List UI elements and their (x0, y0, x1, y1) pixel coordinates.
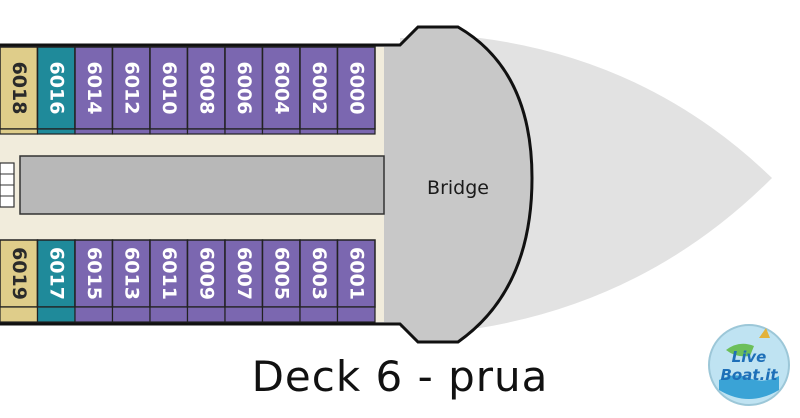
cabin-balcony-6013 (111, 306, 151, 323)
logo-text-live: Live (731, 348, 767, 366)
cabin-number-6017: 6017 (45, 247, 67, 300)
cabin-balcony-6011 (149, 306, 189, 323)
cabin-6000 (336, 46, 376, 130)
cabin-balcony-6005 (261, 306, 301, 323)
cabin-number-6003: 6003 (308, 247, 330, 300)
cabin-balcony-6003 (299, 306, 339, 323)
cabin-balcony-6002 (299, 128, 339, 135)
cabin-balcony-6019 (0, 306, 39, 323)
cabin-balcony-6014 (74, 128, 114, 135)
cabin-number-6002: 6002 (308, 62, 330, 115)
cabin-balcony-6001 (336, 306, 376, 323)
central-service-area (19, 155, 385, 215)
cabin-number-6000: 6000 (345, 62, 367, 115)
cabins-bottom-row: 6019 6017 6015 6013 6011 6009 6007 6005 6003 6001 (0, 239, 376, 323)
cabin-balcony-6006 (224, 128, 264, 135)
cabin-number-6001: 6001 (345, 247, 367, 300)
logo-text-boat: Boat.it (720, 366, 778, 384)
deck-caption: Deck 6 - prua (251, 352, 549, 401)
cabin-number-6008: 6008 (195, 62, 217, 115)
cabin-number-6018: 6018 (8, 62, 30, 115)
cabin-6007 (224, 239, 264, 308)
bridge-label: Bridge (427, 177, 489, 199)
cabin-6008 (186, 46, 226, 130)
cabin-number-6014: 6014 (83, 62, 105, 115)
cabin-number-6004: 6004 (270, 62, 292, 115)
cabin-number-6019: 6019 (8, 247, 30, 300)
cabin-balcony-6009 (186, 306, 226, 323)
cabin-balcony-6008 (186, 128, 226, 135)
cabin-6009 (186, 239, 226, 308)
cabin-balcony-6012 (111, 128, 151, 135)
cabin-balcony-6004 (261, 128, 301, 135)
cabin-balcony-6007 (224, 306, 264, 323)
cabin-number-6010: 6010 (158, 62, 180, 115)
cabin-balcony-6015 (74, 306, 114, 323)
cabin-number-6005: 6005 (270, 247, 292, 300)
cabin-balcony-6016 (36, 128, 76, 135)
cabin-balcony-6017 (36, 306, 76, 323)
cabin-6001 (336, 239, 376, 308)
cabin-number-6009: 6009 (195, 247, 217, 300)
cabin-balcony-6000 (336, 128, 376, 135)
cabin-number-6007: 6007 (233, 247, 255, 300)
cabin-number-6013: 6013 (120, 247, 142, 300)
cabin-number-6012: 6012 (120, 62, 142, 115)
cabin-number-6015: 6015 (83, 247, 105, 300)
cabins-top-row: 6018 6016 6014 6012 6010 6008 6006 6004 6002 6000 (0, 46, 376, 135)
stairs-icon (0, 162, 15, 208)
cabin-number-6006: 6006 (233, 62, 255, 115)
cabin-balcony-6010 (149, 128, 189, 135)
globe-icon (708, 324, 790, 406)
cabin-6010 (149, 46, 189, 130)
cabin-number-6016: 6016 (45, 62, 67, 115)
cabin-balcony-6018 (0, 128, 39, 135)
liveboat-logo: Live Boat.it (704, 320, 794, 410)
cabin-6006 (224, 46, 264, 130)
cabin-number-6011: 6011 (158, 247, 180, 300)
